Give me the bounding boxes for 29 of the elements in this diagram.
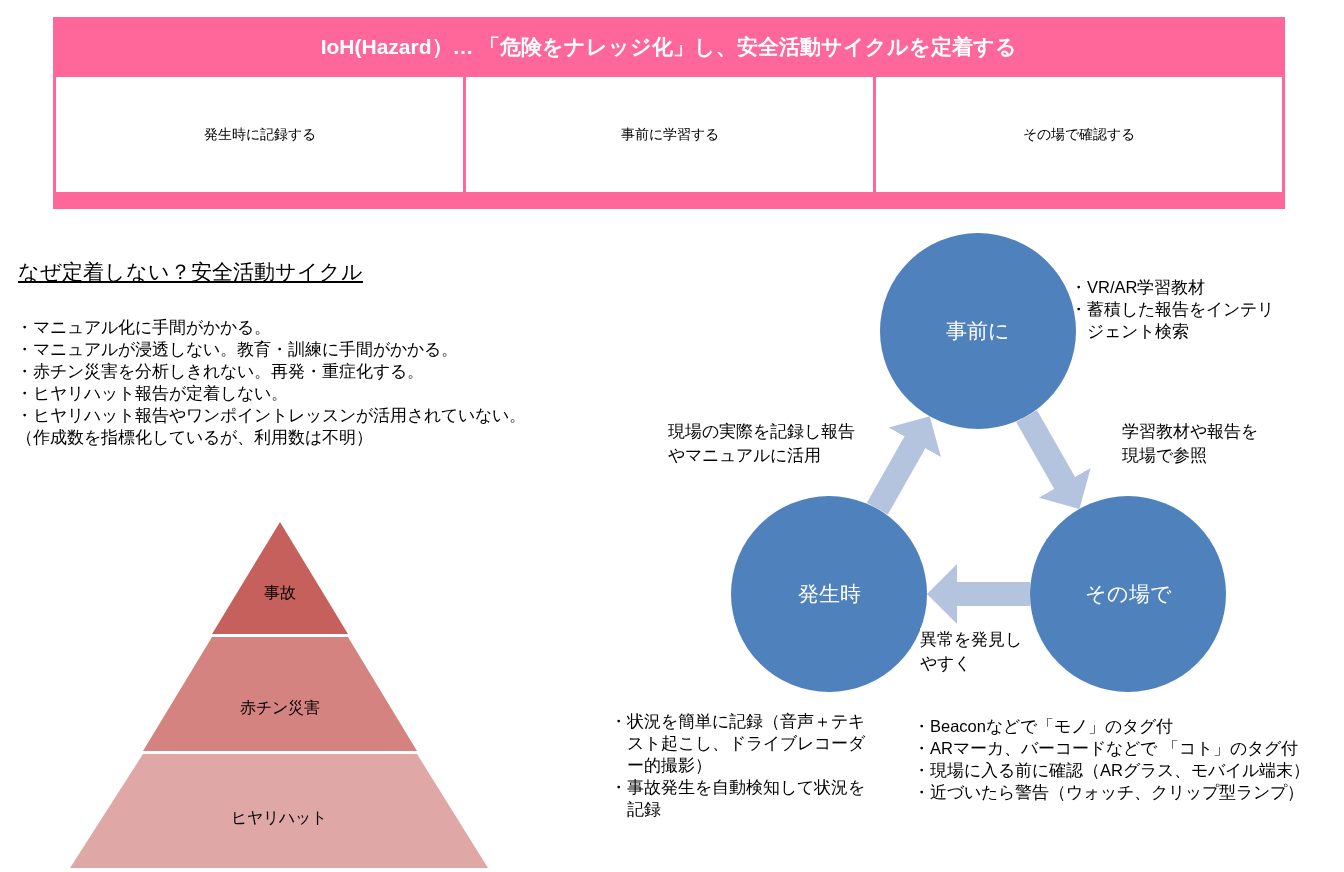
bullet-note: ・現場に入る前に確認（ARグラス、モバイル端末） xyxy=(913,760,1311,781)
header-cell: 発生時に記録する xyxy=(56,77,463,192)
bullet-item: （作成数を指標化しているが、利用数は不明） xyxy=(16,427,373,448)
circle-label: 発生時 xyxy=(796,581,862,607)
header-title: IoH(Hazard）… 「危険をナレッジ化」し、安全活動サイクルを定着する xyxy=(319,34,1019,60)
pyramid-label: 事故 xyxy=(263,583,297,603)
bullet-note: ・近づいたら警告（ウォッチ、クリップ型ランプ） xyxy=(913,782,1305,803)
bullet-note: ・事故発生を自動検知して状況を記録 xyxy=(610,777,866,820)
block-arrow xyxy=(1016,410,1091,509)
header-cell: その場で確認する xyxy=(876,77,1282,192)
bullet-item: ・ヒヤリハット報告やワンポイントレッスンが活用されていない。 xyxy=(16,405,526,426)
pyramid-label: ヒヤリハット xyxy=(230,808,328,828)
header-panel xyxy=(53,17,1285,209)
bullet-note: ・状況を簡単に記録（音声＋テキスト起こし、ドライブレコーダー的撮影） xyxy=(610,711,866,776)
section-heading: なぜ定着しない？安全活動サイクル xyxy=(18,259,363,285)
bullet-note: ・ARマーカ、バーコードなどで 「コト」のタグ付 xyxy=(913,738,1299,759)
circle-label: その場で xyxy=(1083,581,1173,607)
bullet-note: ・Beaconなどで「モノ」のタグ付 xyxy=(913,716,1174,737)
bullet-item: ・ヒヤリハット報告が定着しない。 xyxy=(16,383,288,404)
block-arrow xyxy=(866,416,941,515)
bullet-item: ・赤チン災害を分析しきれない。再発・重症化する。 xyxy=(16,361,424,382)
bullet-note: ・VR/AR学習教材 xyxy=(1070,277,1207,298)
bullet-note: ・蓄積した報告をインテリジェント検索 xyxy=(1070,299,1275,342)
bullet-item: ・マニュアル化に手間がかかる。 xyxy=(16,317,271,338)
pyramid-label: 赤チン災害 xyxy=(239,698,321,718)
header-cell: 事前に学習する xyxy=(466,77,873,192)
block-arrow xyxy=(927,564,1030,624)
circle-label: 事前に xyxy=(945,318,1011,344)
bullet-item: ・マニュアルが浸透しない。教育・訓練に手間がかかる。 xyxy=(16,339,458,360)
